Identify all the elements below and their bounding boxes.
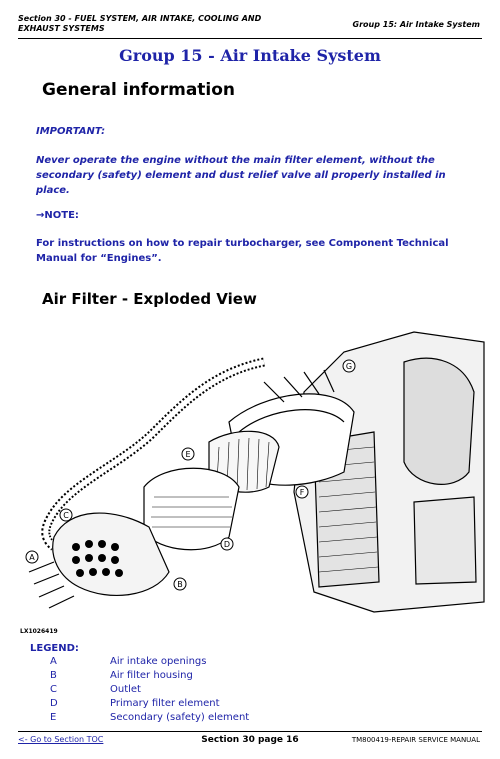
legend-key: A	[50, 656, 57, 667]
legend-label: Outlet	[110, 684, 141, 695]
legend-key: C	[50, 684, 57, 695]
svg-text:F: F	[300, 488, 305, 497]
legend-label: Primary filter element	[110, 698, 220, 709]
callout-b: B	[173, 577, 187, 591]
page-title: Group 15 - Air Intake System	[119, 46, 381, 65]
legend-key: E	[50, 712, 57, 723]
svg-text:G: G	[346, 362, 352, 371]
manual-name: TM800419-REPAIR SERVICE MANUAL	[351, 736, 480, 744]
svg-text:D: D	[224, 540, 230, 549]
callout-a: A	[25, 550, 39, 564]
note-label: →NOTE:	[36, 210, 79, 221]
page-number: Section 30 page 16	[201, 735, 299, 745]
important-label: IMPORTANT:	[36, 126, 106, 137]
figure-code: LX1026419	[20, 628, 58, 635]
callout-f: F	[295, 485, 309, 499]
svg-text:B: B	[177, 580, 183, 589]
header-section-title: Section 30 - FUEL SYSTEM, AIR INTAKE, CO…	[18, 14, 262, 33]
section-toc-link[interactable]: <- Go to Section TOC	[18, 735, 104, 744]
callout-d: D	[220, 537, 234, 551]
legend-title: LEGEND:	[30, 643, 79, 654]
legend-item: C Outlet	[0, 684, 500, 698]
header-group-title: Group 15: Air Intake System	[352, 20, 480, 29]
legend-label: Air filter housing	[110, 670, 193, 681]
footer-divider	[18, 731, 482, 732]
legend-label: Air intake openings	[110, 656, 207, 667]
legend-key: B	[50, 670, 57, 681]
exploded-view-heading: Air Filter - Exploded View	[42, 290, 257, 308]
legend-list: A Air intake openings B Air filter housi…	[0, 656, 500, 726]
svg-text:A: A	[29, 553, 35, 562]
note-text: For instructions on how to repair turboc…	[36, 238, 449, 264]
legend-item: B Air filter housing	[0, 670, 500, 684]
legend-item: A Air intake openings	[0, 656, 500, 670]
important-text: Never operate the engine without the mai…	[36, 155, 446, 196]
header-divider	[18, 38, 482, 39]
callout-e: E	[181, 447, 195, 461]
callout-g: G	[342, 359, 356, 373]
legend-item: D Primary filter element	[0, 698, 500, 712]
general-heading: General information	[42, 80, 236, 100]
svg-text:C: C	[63, 511, 69, 520]
legend-key: D	[50, 698, 58, 709]
legend-item: E Secondary (safety) element	[0, 712, 500, 726]
air-filter-exploded-figure: A B C D E F G	[25, 331, 485, 613]
legend-label: Secondary (safety) element	[110, 712, 250, 723]
callout-c: C	[59, 508, 73, 522]
svg-text:E: E	[185, 450, 190, 459]
